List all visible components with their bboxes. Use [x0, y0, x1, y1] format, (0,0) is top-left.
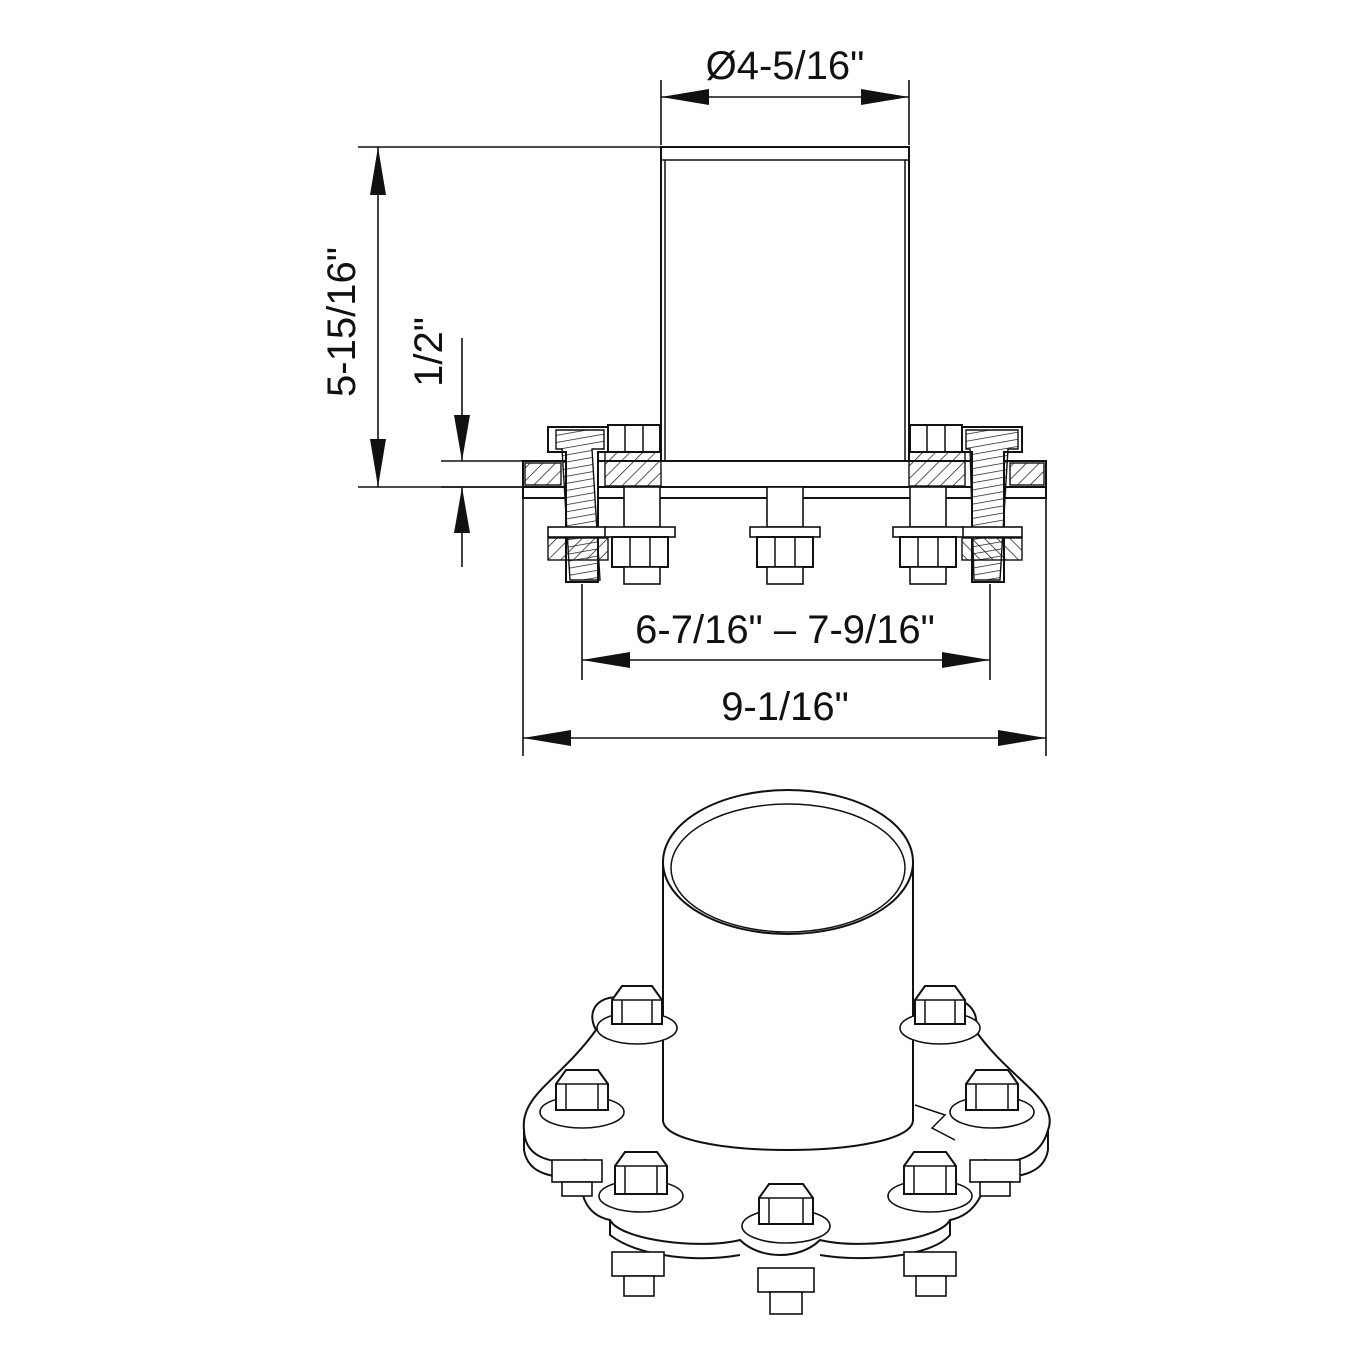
- isometric-view: [522, 789, 1051, 1315]
- clamp-right: [961, 426, 1023, 583]
- iso-lower-nut-front: [757, 1267, 815, 1315]
- label-overall-width: 9-1/16": [721, 685, 849, 729]
- bolt-right: [892, 486, 964, 585]
- dim-plate-thickness: 1/2": [407, 317, 523, 567]
- bolt-left: [604, 486, 676, 585]
- label-height: 5-15/16": [320, 247, 364, 397]
- iso-bolt-back-left: [596, 985, 678, 1045]
- bolt-center: [749, 486, 821, 585]
- label-bolt-span: 6-7/16" – 7-9/16": [635, 608, 935, 652]
- iso-pipe: [662, 789, 956, 1151]
- iso-bolt-right: [949, 1069, 1035, 1129]
- iso-lower-nut-front-left: [611, 1251, 665, 1297]
- dim-overall-width: 9-1/16": [522, 498, 1047, 756]
- iso-lower-nut-front-right: [903, 1251, 957, 1297]
- clamp-left: [547, 426, 609, 583]
- label-pipe-diameter: Ø4-5/16": [706, 44, 865, 88]
- iso-lower-nut-right: [969, 1159, 1021, 1197]
- iso-bolt-front-right: [887, 1151, 973, 1213]
- iso-bolt-back-right: [899, 985, 981, 1045]
- dim-pipe-diameter: Ø4-5/16": [660, 44, 910, 145]
- side-view: Ø4-5/16" 5-15/16" 1/2": [320, 44, 1047, 756]
- dim-bolt-span: 6-7/16" – 7-9/16": [581, 584, 991, 680]
- iso-bolt-front: [741, 1183, 831, 1244]
- pipe-side: [660, 146, 910, 462]
- top-nut-left: [607, 424, 661, 453]
- dim-height: 5-15/16": [320, 146, 661, 488]
- iso-bolt-front-left: [598, 1151, 684, 1213]
- iso-bolt-left: [539, 1069, 625, 1129]
- iso-lower-nut-left: [551, 1159, 603, 1197]
- top-nut-right: [909, 424, 963, 453]
- label-plate-thickness: 1/2": [407, 317, 451, 387]
